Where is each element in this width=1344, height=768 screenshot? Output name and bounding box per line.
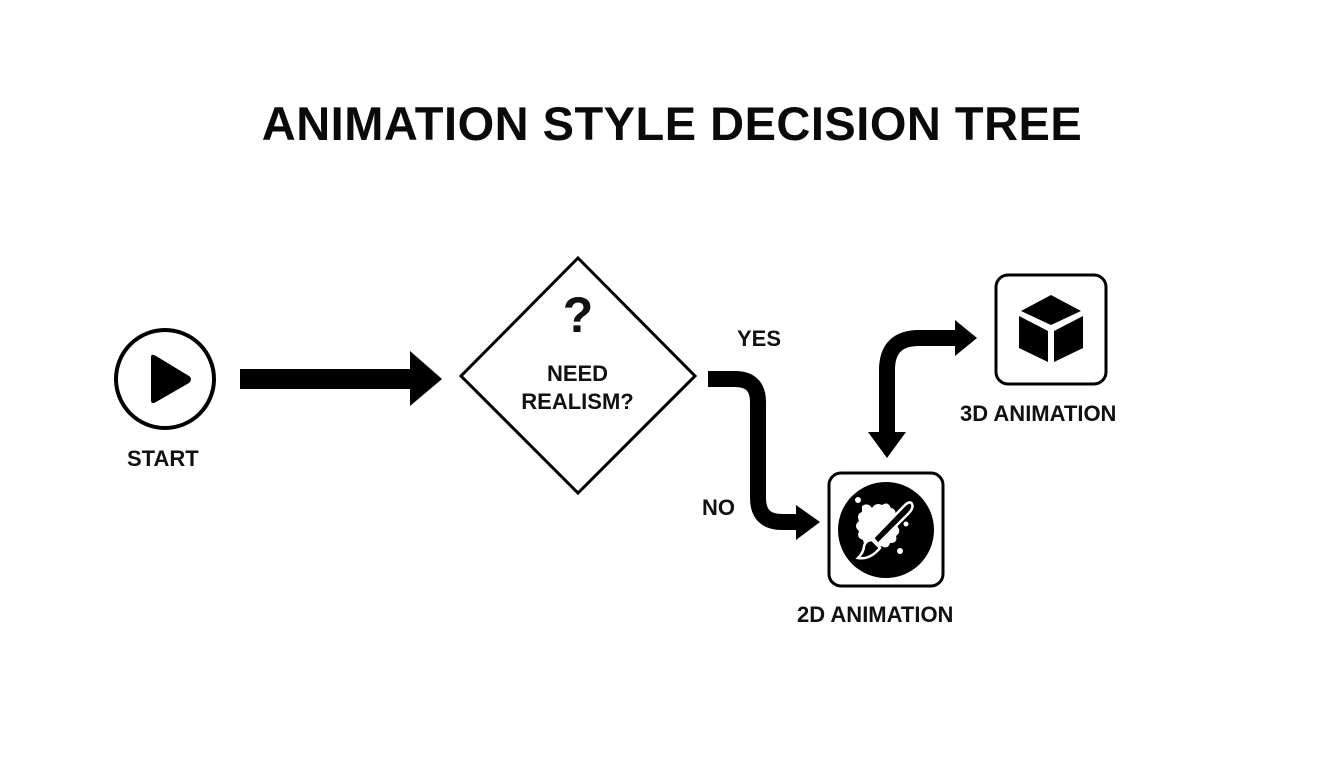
decision-label-line2: REALISM? <box>521 389 634 414</box>
anim3d-box <box>994 273 1108 386</box>
cube-icon <box>1019 295 1083 362</box>
decision-label: NEED REALISM? <box>480 360 675 416</box>
start-node <box>114 328 216 430</box>
anim3d-label: 3D ANIMATION <box>960 401 1117 426</box>
play-icon <box>151 354 191 404</box>
diagram-title: ANIMATION STYLE DECISION TREE <box>261 97 1083 150</box>
arrow-decision-to-2d <box>708 371 820 540</box>
anim3d-node <box>994 273 1108 386</box>
yes-edge-label: YES <box>737 326 782 351</box>
anim2d-label: 2D ANIMATION <box>797 602 954 627</box>
arrow-start-to-decision <box>240 351 442 406</box>
no-edge-label: NO <box>702 495 735 520</box>
arrow-2d-to-3d <box>868 320 977 458</box>
decision-diamond <box>458 255 698 496</box>
decision-label-line1: NEED <box>546 361 609 386</box>
start-circle <box>114 328 216 430</box>
start-label: START <box>127 446 199 471</box>
anim2d-node <box>827 471 945 588</box>
question-mark-icon: ? <box>562 287 594 343</box>
decision-node <box>458 255 698 496</box>
paintbrush-splash-icon <box>855 497 914 560</box>
